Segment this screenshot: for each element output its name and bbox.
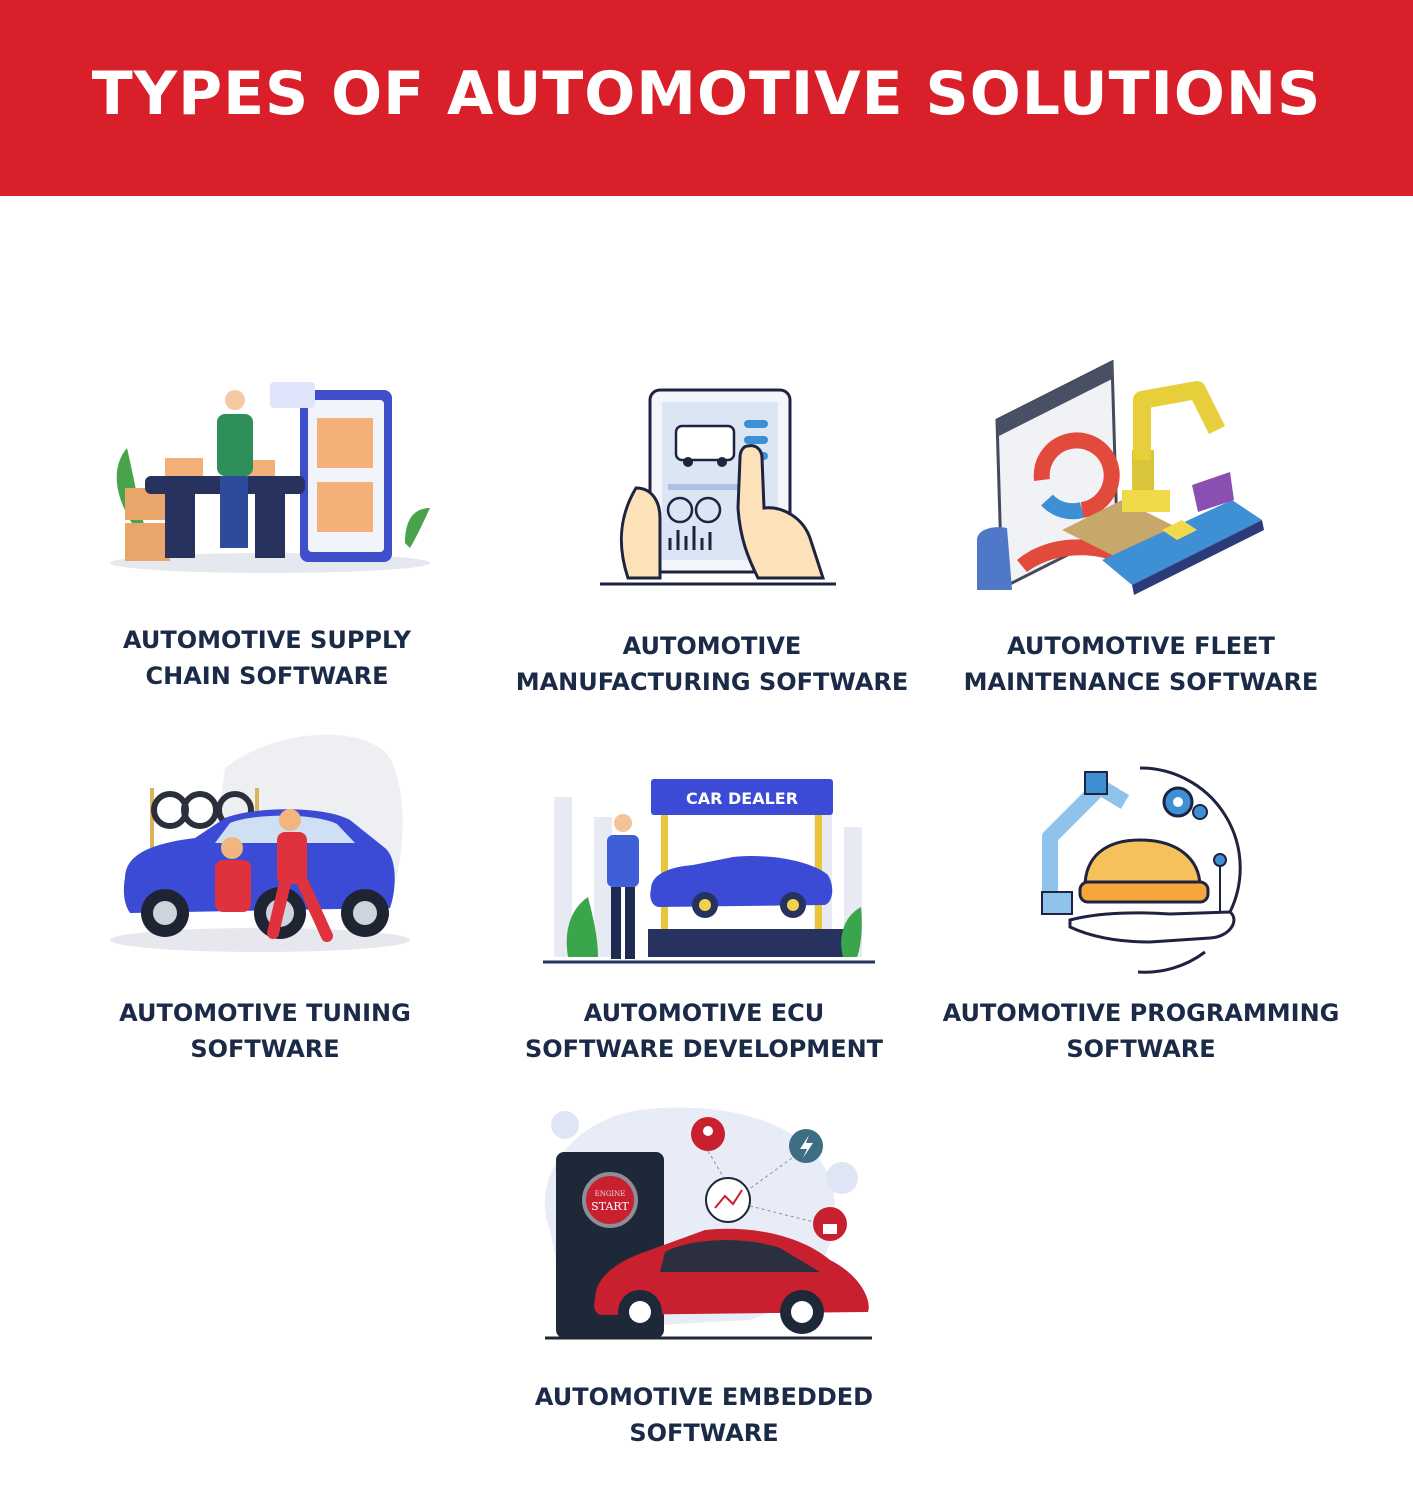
item-3-line-1: AUTOMOTIVE FLEET <box>1007 632 1275 660</box>
item-7-line-1: AUTOMOTIVE EMBEDDED <box>534 1383 874 1411</box>
item-5-line-1: AUTOMOTIVE ECU <box>583 999 825 1027</box>
item-7-caption: AUTOMOTIVE EMBEDDED SOFTWARE <box>484 1379 924 1451</box>
car-dealer-illustration: CAR DEALER <box>543 779 875 964</box>
supply-chain-illustration <box>110 382 430 573</box>
item-2-line-2: MANUFACTURING SOFTWARE <box>515 668 909 696</box>
car-dealer-sign <box>651 779 833 815</box>
item-4-caption: AUTOMOTIVE TUNING SOFTWARE <box>45 995 485 1067</box>
page-title: TYPES OF AUTOMOTIVE SOLUTIONS <box>91 59 1322 129</box>
item-6-caption: AUTOMOTIVE PROGRAMMING SOFTWARE <box>921 995 1361 1067</box>
item-4-line-1: AUTOMOTIVE TUNING <box>119 999 411 1027</box>
robot-hand-car-illustration <box>1041 766 1242 974</box>
engine-start-top-text: ENGINE <box>595 1190 626 1198</box>
mechanics-car-illustration <box>110 734 410 952</box>
item-2-caption: AUTOMOTIVE MANUFACTURING SOFTWARE <box>492 628 932 700</box>
engine-start-bottom-text: START <box>591 1200 629 1213</box>
item-1-line-2: CHAIN SOFTWARE <box>145 662 389 690</box>
item-5-caption: AUTOMOTIVE ECU SOFTWARE DEVELOPMENT <box>484 995 924 1067</box>
item-3-line-2: MAINTENANCE SOFTWARE <box>963 668 1319 696</box>
item-1-line-1: AUTOMOTIVE SUPPLY <box>123 626 411 654</box>
item-6-line-2: SOFTWARE <box>1066 1035 1216 1063</box>
header-banner: TYPES OF AUTOMOTIVE SOLUTIONS <box>0 0 1413 196</box>
robot-arm-dashboard-illustration <box>977 360 1264 595</box>
item-2-line-1: AUTOMOTIVE <box>622 632 802 660</box>
car-dealer-sign-text: CAR DEALER <box>686 789 798 808</box>
tablet-car-illustration <box>600 388 836 586</box>
item-5-line-2: SOFTWARE DEVELOPMENT <box>524 1035 884 1063</box>
smart-car-illustration: ENGINE START <box>544 1107 872 1340</box>
item-7-line-2: SOFTWARE <box>629 1419 779 1447</box>
engine-start-button <box>582 1172 638 1228</box>
item-3-caption: AUTOMOTIVE FLEET MAINTENANCE SOFTWARE <box>921 628 1361 700</box>
item-4-line-2: SOFTWARE <box>190 1035 340 1063</box>
item-1-caption: AUTOMOTIVE SUPPLY CHAIN SOFTWARE <box>47 622 487 694</box>
item-6-line-1: AUTOMOTIVE PROGRAMMING <box>942 999 1340 1027</box>
